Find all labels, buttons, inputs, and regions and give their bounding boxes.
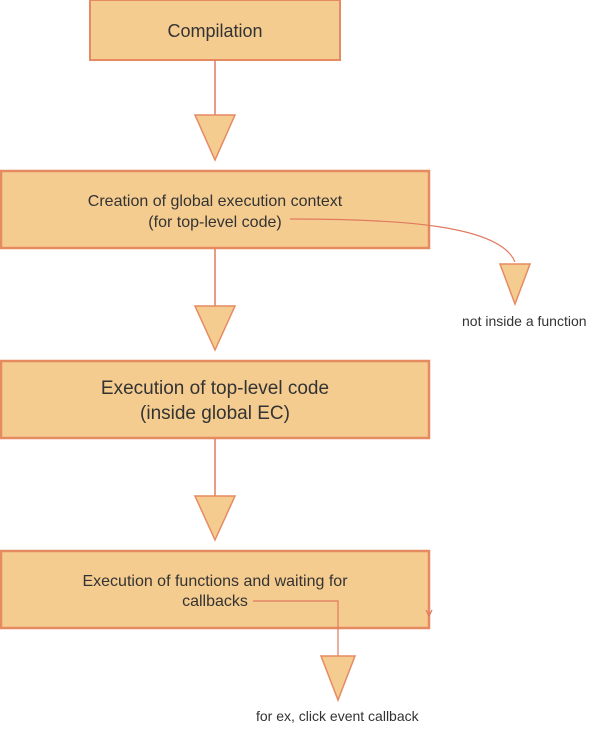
top-level-box	[0, 359, 431, 440]
functions-line1: Execution of functions and waiting for	[82, 573, 348, 590]
note-arrow-head-2	[319, 655, 357, 703]
functions-line2: callbacks	[182, 593, 248, 610]
arrow-head-3	[193, 495, 237, 542]
compilation-box	[89, 0, 341, 61]
arrow-head-1	[193, 114, 237, 162]
global-context-box	[0, 169, 431, 250]
note-arrow-head-1	[498, 263, 532, 307]
note-connector-1	[289, 218, 516, 263]
arrow-head-2	[193, 305, 237, 352]
note-click-event: for ex, click event callback	[256, 708, 420, 724]
loop-marker-icon	[425, 609, 433, 618]
note-connector-2	[253, 600, 339, 656]
top-level-line2: (inside global EC)	[140, 403, 290, 424]
top-level-line1: Execution of top-level code	[101, 378, 329, 399]
note-not-inside-function: not inside a function	[462, 313, 587, 329]
functions-box	[0, 549, 431, 630]
global-context-line2: (for top-level code)	[148, 214, 281, 231]
compilation-label: Compilation	[167, 21, 262, 41]
global-context-line1: Creation of global execution context	[88, 193, 343, 210]
